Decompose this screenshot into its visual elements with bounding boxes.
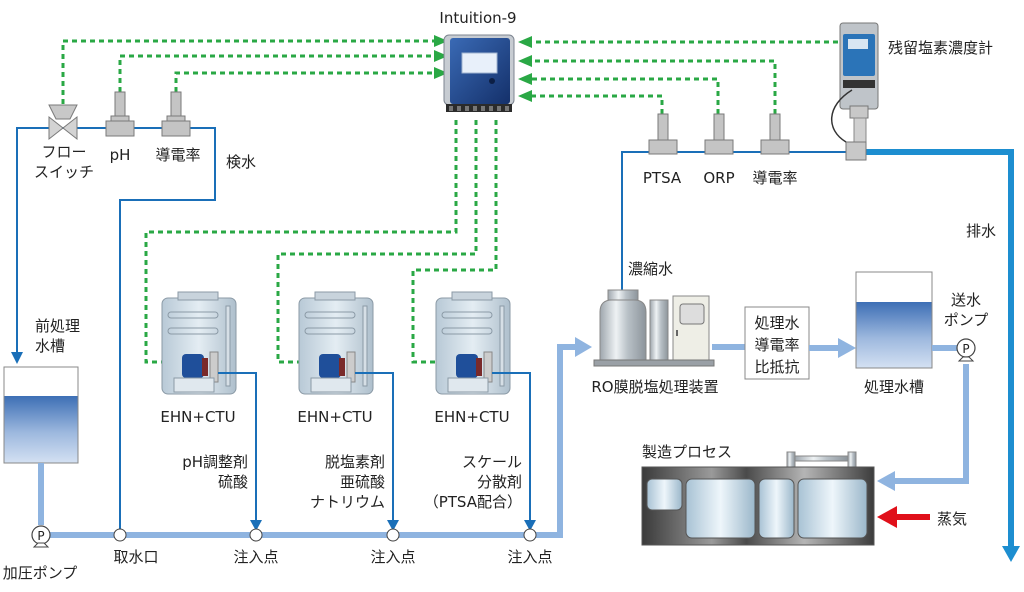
svg-text:スケール: スケール [462,453,522,471]
svg-text:RO膜脱塩処理装置: RO膜脱塩処理装置 [591,378,718,396]
svg-text:PTSA: PTSA [643,169,682,187]
sample-water-line [16,127,216,535]
svg-text:前処理: 前処理 [35,317,80,335]
svg-text:注入点: 注入点 [370,548,415,566]
svg-text:導電率: 導電率 [754,336,799,354]
supply-pump[interactable]: 送水 ポンプ P [944,291,989,362]
svg-text:EHN+CTU: EHN+CTU [297,408,372,426]
conductivity-sensor-right[interactable]: 導電率 [752,113,798,187]
svg-text:pH調整剤: pH調整剤 [182,453,248,471]
pretreatment-tank[interactable]: 前処理 水槽 [3,317,80,464]
pressure-pump[interactable]: P 加圧ポンプ [3,525,78,582]
drain-label: 排水 [966,222,996,240]
dosing-unit-1[interactable]: EHN+CTU pH調整剤 硫酸 注入点 [160,291,279,566]
svg-text:スイッチ: スイッチ [34,163,94,181]
pump-symbol-icon: P [37,529,44,543]
svg-text:ORP: ORP [703,169,734,187]
svg-text:ナトリウム: ナトリウム [310,493,385,511]
ptsa-sensor[interactable]: PTSA [643,113,682,187]
concentrate-label: 濃縮水 [628,260,673,278]
dosing-unit-3[interactable]: EHN+CTU スケール 分散剤 （PTSA配合） 注入点 [424,291,553,566]
intake-point[interactable]: 取水口 [113,528,159,566]
residual-chlorine-meter[interactable]: 残留塩素濃度計 [830,22,993,161]
svg-text:注入点: 注入点 [233,548,278,566]
svg-text:フロー: フロー [41,143,86,161]
svg-text:取水口: 取水口 [113,548,158,566]
to-process-line [895,364,969,484]
controller-title: Intuition-9 [439,9,516,27]
ro-unit[interactable]: 濃縮水 RO膜脱塩処理装置 [591,260,718,396]
svg-text:（PTSA配合）: （PTSA配合） [424,493,522,511]
sample-water-label: 検水 [226,153,256,171]
pump-symbol-icon: P [962,342,969,356]
svg-text:注入点: 注入点 [507,548,552,566]
svg-text:EHN+CTU: EHN+CTU [434,408,509,426]
injection-point-3 [523,528,537,542]
injection-point-2 [386,528,400,542]
svg-text:亜硫酸: 亜硫酸 [340,473,385,491]
svg-text:比抵抗: 比抵抗 [754,358,799,376]
svg-text:分散剤: 分散剤 [477,473,522,491]
svg-text:送水: 送水 [951,291,981,309]
treated-water-measurement-box[interactable]: 処理水 導電率 比抵抗 [744,306,810,380]
svg-text:導電率: 導電率 [155,146,200,164]
svg-text:処理水槽: 処理水槽 [864,378,924,396]
svg-text:残留塩素濃度計: 残留塩素濃度計 [888,39,993,57]
dosing-unit-2[interactable]: EHN+CTU 脱塩素剤 亜硫酸 ナトリウム 注入点 [297,291,416,566]
svg-text:処理水: 処理水 [754,314,799,332]
svg-text:硫酸: 硫酸 [218,473,248,491]
svg-text:水槽: 水槽 [35,337,65,355]
svg-text:蒸気: 蒸気 [937,510,967,528]
svg-text:EHN+CTU: EHN+CTU [160,408,235,426]
steam-input: 蒸気 [877,506,967,528]
ph-sensor[interactable]: pH [105,91,135,164]
svg-text:加圧ポンプ: 加圧ポンプ [3,564,78,582]
main-process-line [38,337,592,538]
orp-sensor[interactable]: ORP [703,113,735,187]
svg-text:pH: pH [110,146,131,164]
svg-text:導電率: 導電率 [752,169,797,187]
injection-point-1 [249,528,263,542]
svg-text:ポンプ: ポンプ [944,311,989,329]
intuition-9-controller[interactable]: Intuition-9 [439,9,517,112]
treated-water-tank[interactable]: 処理水槽 [855,271,933,396]
svg-text:脱塩素剤: 脱塩素剤 [325,453,385,471]
flow-switch[interactable]: フロー スイッチ [34,104,94,181]
manufacturing-process[interactable]: 製造プロセス [641,443,875,546]
svg-text:製造プロセス: 製造プロセス [642,443,732,461]
drain-line [860,149,1014,548]
conductivity-sensor-left[interactable]: 導電率 [155,91,201,164]
